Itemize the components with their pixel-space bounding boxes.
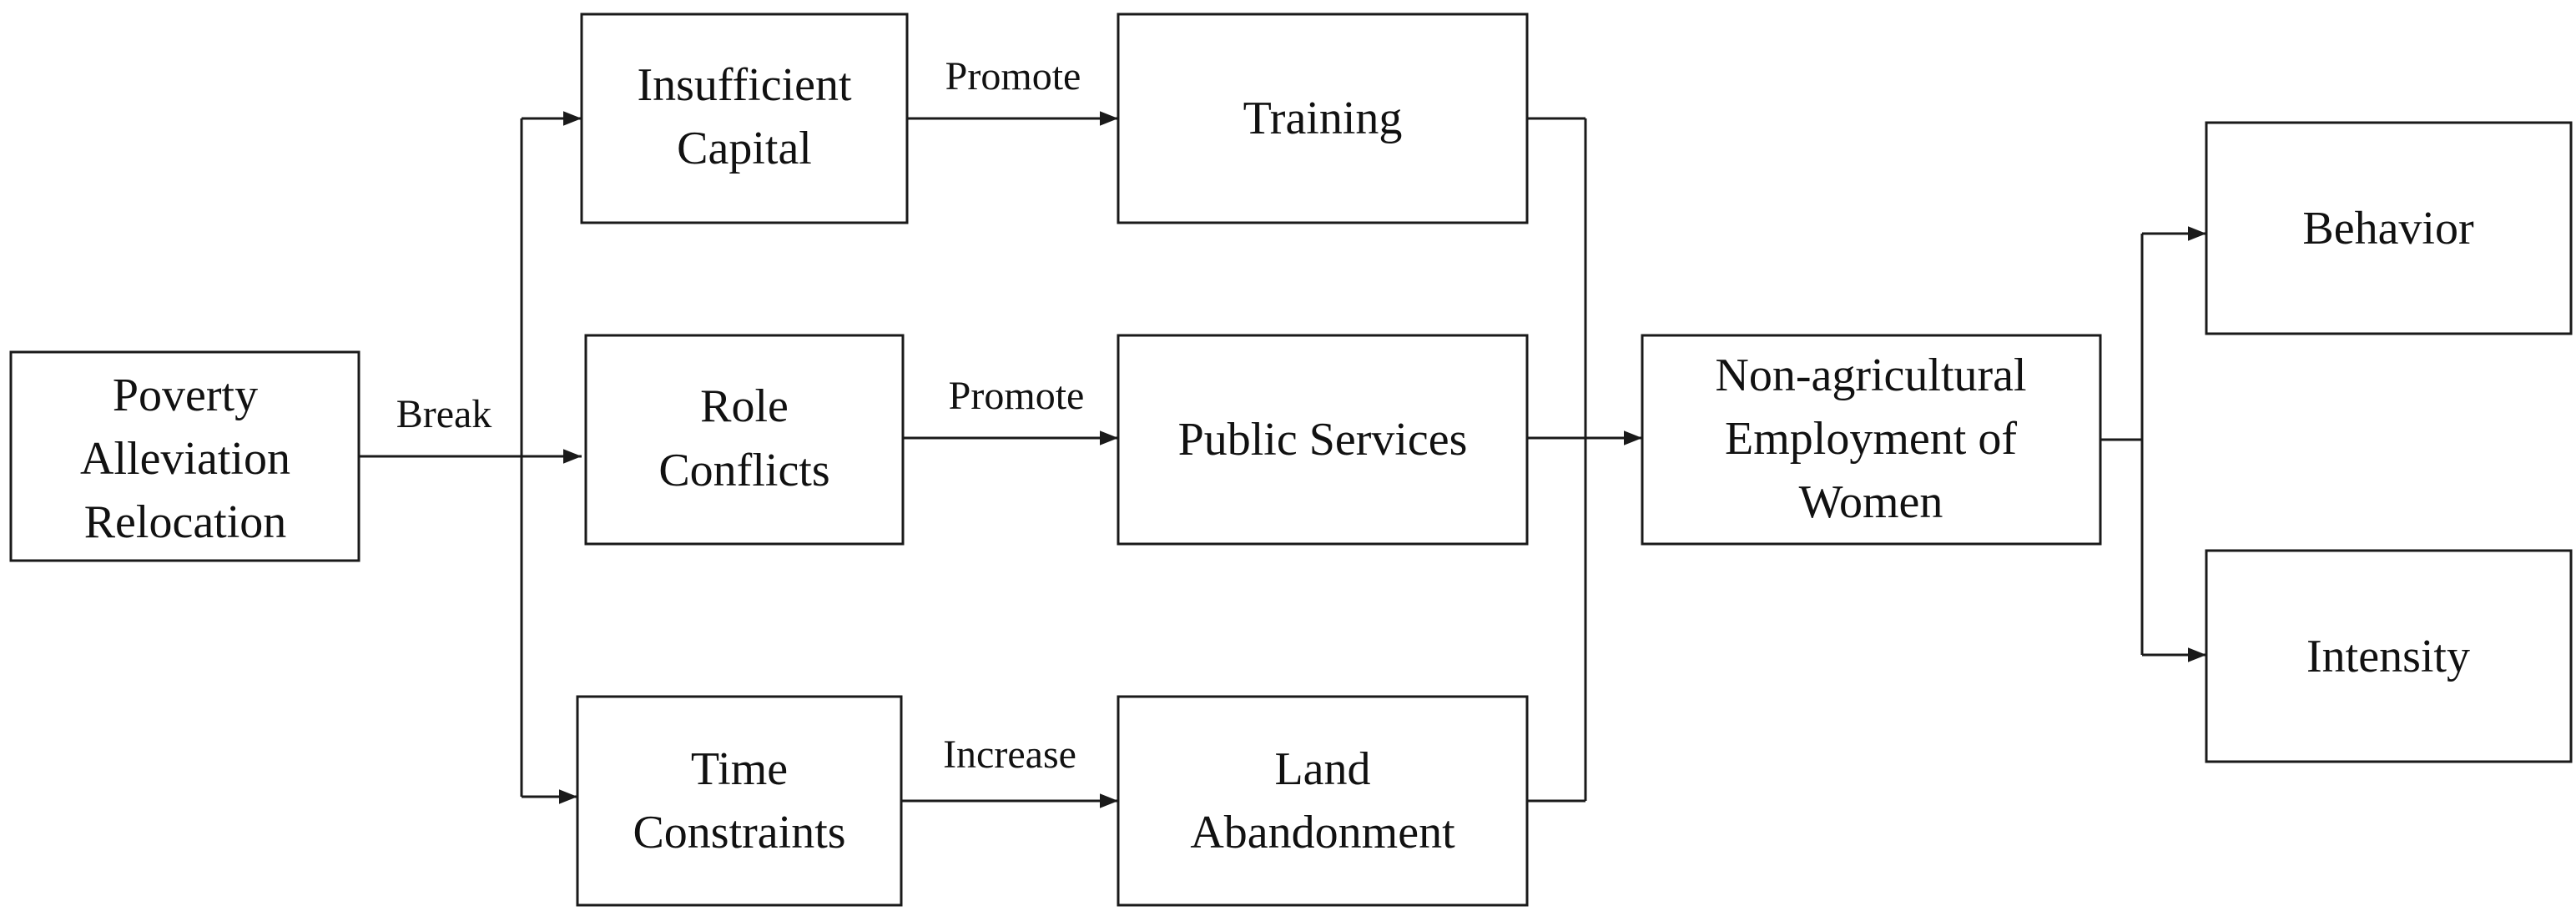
node-intensity-box [2205,549,2573,763]
node-time-line-1: Time [691,743,788,795]
node-public: Public Services [1117,334,1529,546]
node-employment-line-3: Women [1799,476,1943,528]
node-poverty-line-1: Poverty [113,370,258,421]
node-employment-box [1641,334,2102,546]
node-training: Training [1117,13,1529,224]
node-time: Time Constraints [576,695,903,907]
node-poverty-line-3: Relocation [84,496,287,548]
node-intensity-line-1: Intensity [2306,631,2470,682]
node-public-line-1: Public Services [1178,414,1468,466]
edge-label-promote-public: Promote [949,374,1085,418]
edge-labels: Break Promote Promote Increase [396,54,1085,777]
edge-label-break: Break [396,392,492,436]
node-poverty-box [9,350,360,562]
node-land-line-2: Abandonment [1190,807,1455,858]
node-role: Role Conflicts [584,334,905,546]
node-capital-line-2: Capital [677,123,812,174]
node-role-line-1: Role [700,380,789,432]
node-training-line-1: Training [1243,93,1403,144]
node-behavior: Behavior [2205,121,2573,335]
node-role-line-2: Conflicts [658,445,829,496]
node-capital: Insufficient Capital [580,13,909,224]
connectors [359,111,2206,808]
node-role-box [584,334,905,546]
node-poverty: Poverty Alleviation Relocation [9,350,360,562]
edge-label-promote-training: Promote [945,54,1081,98]
node-training-box [1117,13,1529,224]
node-intensity: Intensity [2205,549,2573,763]
node-time-box [576,695,903,907]
node-land-box [1117,695,1529,907]
node-behavior-line-1: Behavior [2302,203,2474,254]
node-capital-line-1: Insufficient [637,59,852,111]
node-employment: Non-agricultural Employment of Women [1641,334,2102,546]
node-behavior-box [2205,121,2573,335]
node-time-line-2: Constraints [633,807,845,858]
node-land: Land Abandonment [1117,695,1529,907]
node-poverty-line-2: Alleviation [80,433,290,485]
node-public-box [1117,334,1529,546]
node-land-line-1: Land [1274,743,1370,795]
node-employment-line-1: Non-agricultural [1715,350,2026,401]
edge-label-increase: Increase [943,732,1076,777]
node-employment-line-2: Employment of [1725,413,2017,465]
node-capital-box [580,13,909,224]
